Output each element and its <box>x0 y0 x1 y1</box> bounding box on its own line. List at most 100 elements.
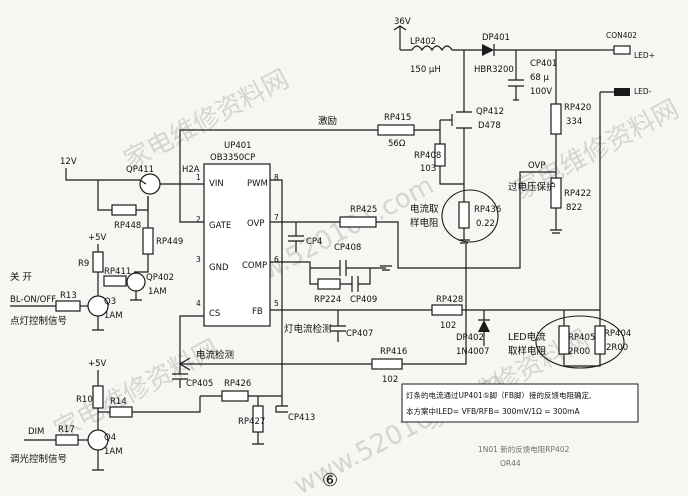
label-p5v-a: +5V <box>88 233 107 243</box>
label-qp412-val: D478 <box>478 121 501 131</box>
label-r14: R14 <box>110 397 127 407</box>
resistor-rp224 <box>317 278 341 290</box>
label-r17: R17 <box>58 425 75 435</box>
label-rp448: RP448 <box>114 221 141 231</box>
mosfet-qp412 <box>440 100 472 150</box>
label-dp402: DP402 <box>456 333 484 343</box>
pin-gnd: GND <box>209 263 229 273</box>
pin-num-5: 5 <box>274 299 279 308</box>
label-cp4: CP4 <box>306 237 322 247</box>
label-rp420: RP420 <box>564 103 591 113</box>
label-rp427: RP427 <box>238 417 265 427</box>
label-r10: R10 <box>76 395 93 405</box>
pin-gate: GATE <box>209 221 231 231</box>
label-rp428: RP428 <box>436 295 463 305</box>
connector-led-minus <box>614 88 630 96</box>
label-ic-part: OB3350CP <box>210 153 255 163</box>
label-ovp-protect: 过电压保护 <box>508 181 556 193</box>
label-rp415: RP415 <box>384 113 411 123</box>
note-box <box>401 383 639 423</box>
label-rp404-val: 2R00 <box>606 343 628 353</box>
label-q3-val: 1AM <box>104 311 123 321</box>
pin-num-3: 3 <box>196 255 201 264</box>
highlight-cs-resistor <box>441 189 499 243</box>
label-cp401-val2: 100V <box>530 87 552 97</box>
label-dp401: DP401 <box>482 33 510 43</box>
label-rp405-val: 2R00 <box>568 347 590 357</box>
pin-num-4: 4 <box>196 299 201 308</box>
pin-num-1: 1 <box>196 173 201 182</box>
label-q4-val: 1AM <box>104 447 123 457</box>
note-line-1: 灯条的电流通过UP401⑤脚（FB脚）接的反馈电阻确定, <box>406 390 591 400</box>
label-rp422-val: 822 <box>566 203 582 213</box>
resistor-r17 <box>55 434 79 446</box>
label-dp401-val: HBR3200 <box>474 65 514 75</box>
label-cp401: CP401 <box>530 59 557 69</box>
label-rp408-val: 103 <box>420 164 436 174</box>
pin-num-7: 7 <box>274 213 279 222</box>
label-rp428-val: 102 <box>440 321 456 331</box>
label-dim-ctrl: 调光控制信号 <box>10 453 67 465</box>
pin-comp: COMP <box>242 261 267 271</box>
label-cp405: CP405 <box>186 379 213 389</box>
resistor-rp411 <box>103 275 127 287</box>
label-36v: 36V <box>394 17 411 27</box>
label-cn402: CON402 <box>606 31 637 40</box>
label-excite: 激励 <box>318 115 337 127</box>
resistor-r13 <box>55 300 81 312</box>
resistor-r10 <box>92 385 104 409</box>
label-rp416: RP416 <box>380 347 407 357</box>
label-q4: Q4 <box>104 433 116 443</box>
resistor-rp426 <box>221 390 249 402</box>
pin-num-6: 6 <box>274 255 279 264</box>
label-lp402-val: 150 μH <box>410 65 441 75</box>
label-lamp-detect: 灯电流检测 <box>284 323 332 335</box>
label-led-sample-2: 取样电阻 <box>508 345 547 357</box>
pin-pwm: PWM <box>247 179 268 189</box>
label-rp420-val: 334 <box>566 117 582 127</box>
pin-cs: CS <box>209 309 220 319</box>
label-r9: R9 <box>78 259 89 269</box>
label-cp409: CP409 <box>350 295 377 305</box>
label-rp436-val: 0.22 <box>476 219 495 229</box>
label-p5v-b: +5V <box>88 359 107 369</box>
label-12v: 12V <box>60 157 77 167</box>
label-rp411: RP411 <box>104 267 131 277</box>
label-led-plus: LED+ <box>634 51 655 60</box>
label-rp422: RP422 <box>564 189 591 199</box>
label-rp425: RP425 <box>350 205 377 215</box>
ic-up401 <box>203 163 271 327</box>
label-cs-sample-2: 样电阻 <box>410 217 439 229</box>
label-cp401-val1: 68 μ <box>530 73 550 83</box>
note-blurred-1: 1N01 新的反馈电阻RP402 <box>478 444 570 454</box>
label-rp416-val: 102 <box>382 375 398 385</box>
connector-led-plus <box>613 45 631 55</box>
resistor-rp415 <box>377 124 415 136</box>
resistor-rp425 <box>339 216 377 228</box>
label-qp411: QP411 <box>126 165 154 175</box>
page-marker: ⑥ <box>322 470 338 491</box>
pin-vin: VIN <box>209 179 224 189</box>
pin-num-8: 8 <box>274 173 279 182</box>
label-q3: Q3 <box>104 297 116 307</box>
label-qp402-val: 1AM <box>148 287 167 297</box>
label-rp404: RP404 <box>604 329 631 339</box>
label-cp408: CP408 <box>334 243 361 253</box>
resistor-rp436 <box>458 201 470 229</box>
pin-ovp: OVP <box>247 219 264 229</box>
label-ovp: OVP <box>528 161 545 171</box>
pin-fb: FB <box>252 307 263 317</box>
label-rp415-val: 56Ω <box>388 139 406 149</box>
note-line-2: 本方案中ILED= VFB/RFB= 300mV/1Ω = 300mA <box>406 406 580 416</box>
watermark-text: 家电维修资料网 <box>119 64 294 176</box>
label-bl-ctrl: 点灯控制信号 <box>10 315 67 327</box>
rail-36v: 36V <box>393 17 604 101</box>
label-rp408: RP408 <box>414 151 441 161</box>
label-qp411-val: H2A <box>182 165 200 175</box>
resistor-rp420 <box>550 103 562 135</box>
resistor-rp416 <box>371 358 403 370</box>
transistor-qp411 <box>139 173 161 195</box>
highlight-led-sense <box>535 315 625 369</box>
